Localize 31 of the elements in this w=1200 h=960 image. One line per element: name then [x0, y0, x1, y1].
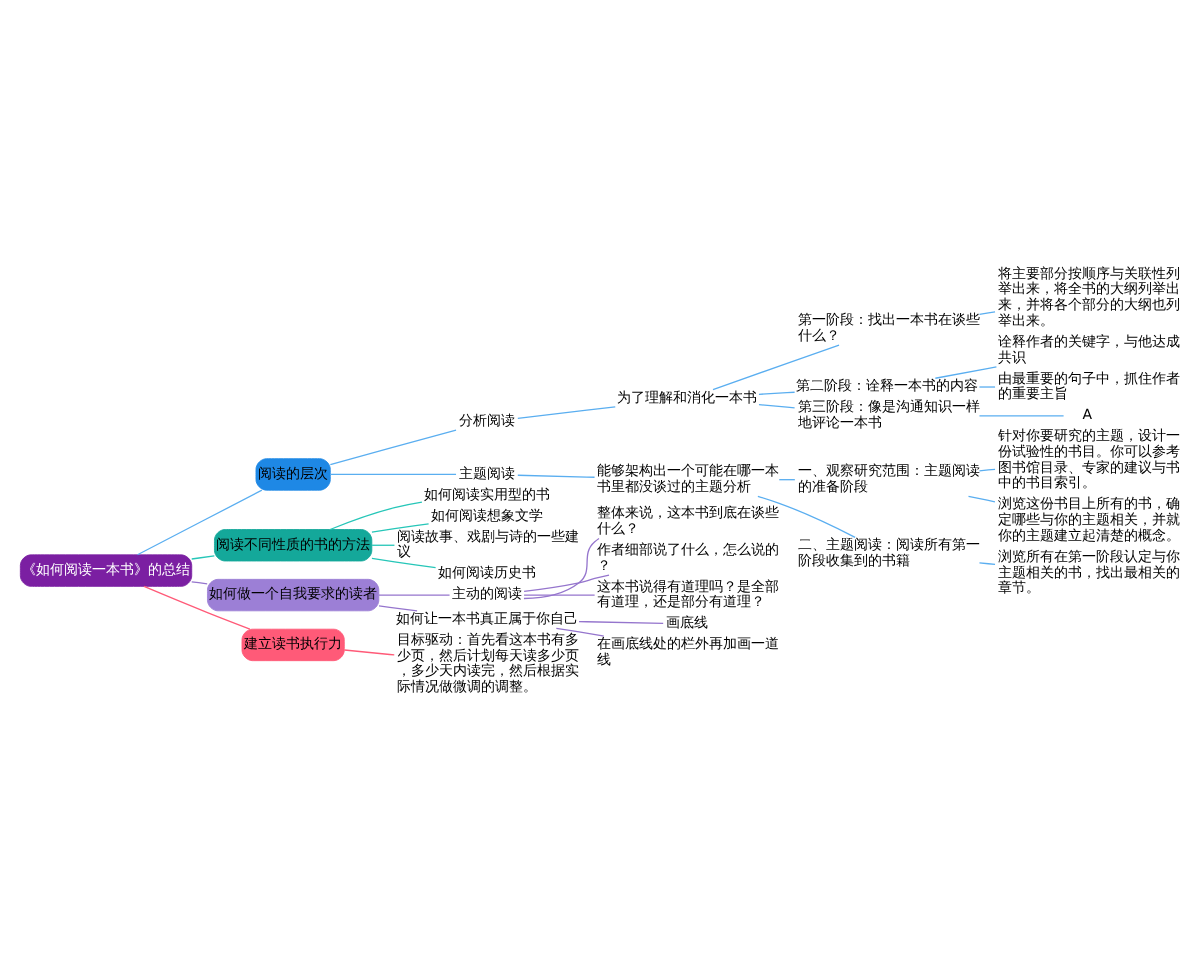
connector	[978, 414, 1065, 416]
connector	[517, 473, 596, 477]
connector	[329, 500, 423, 530]
connector	[978, 467, 996, 471]
connector	[136, 488, 263, 555]
connector	[967, 494, 996, 502]
connector	[978, 561, 996, 565]
connector	[371, 556, 437, 568]
connector	[578, 619, 664, 624]
connector	[371, 543, 396, 545]
connector	[517, 405, 616, 419]
connector	[523, 536, 600, 599]
connector	[191, 554, 215, 559]
connector	[758, 390, 796, 394]
connector	[371, 522, 430, 532]
connector	[523, 593, 596, 595]
connector	[343, 648, 395, 655]
connector	[934, 365, 998, 378]
connector	[978, 310, 996, 314]
connector	[978, 385, 996, 387]
connector	[758, 403, 796, 408]
connector	[329, 472, 457, 475]
connector	[378, 604, 418, 611]
connector	[523, 573, 610, 592]
connector	[378, 593, 451, 595]
connector	[191, 580, 208, 584]
connector	[712, 343, 840, 390]
connector	[143, 584, 251, 629]
connector	[329, 428, 457, 465]
connector	[757, 494, 856, 537]
connector	[555, 626, 605, 636]
